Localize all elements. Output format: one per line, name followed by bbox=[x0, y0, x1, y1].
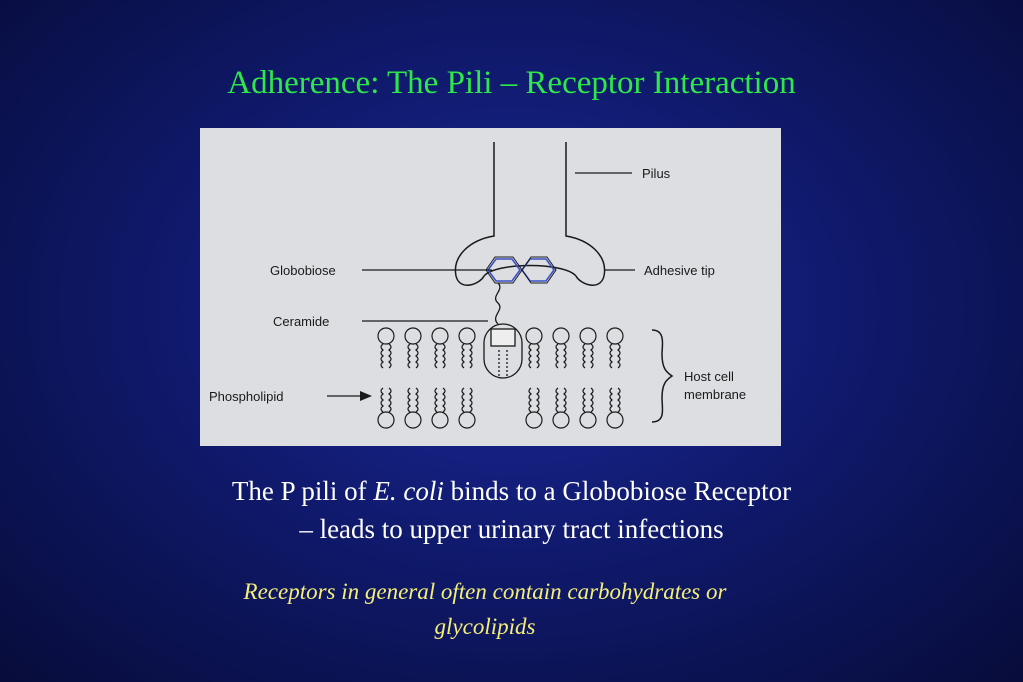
lipid-tail bbox=[563, 387, 567, 413]
lipid-head-outer bbox=[525, 327, 543, 345]
lipid-head-outer bbox=[431, 327, 449, 345]
lipid-head-inner bbox=[431, 411, 449, 429]
caption-organism: E. coli bbox=[373, 476, 444, 506]
label-host-cell: Host cell bbox=[684, 369, 734, 384]
receptor-note: Receptors in general often contain carbo… bbox=[150, 574, 820, 644]
label-globobiose: Globobiose bbox=[270, 263, 336, 278]
lipid-head-inner bbox=[404, 411, 422, 429]
caption: The P pili of E. coli binds to a Globobi… bbox=[0, 472, 1023, 548]
label-adhesive-tip: Adhesive tip bbox=[644, 263, 715, 278]
label-membrane: membrane bbox=[684, 387, 746, 402]
pilus bbox=[454, 142, 606, 286]
lipid-tail bbox=[434, 387, 438, 413]
lipid-tail bbox=[555, 343, 559, 369]
lipid-head-outer bbox=[458, 327, 476, 345]
diagram-svg: Pilus Globobiose Adhesive tip Ceramide P… bbox=[209, 142, 746, 429]
membrane-brace bbox=[651, 329, 674, 423]
lipid-head-inner bbox=[552, 411, 570, 429]
lipid-tail bbox=[617, 387, 621, 413]
lipid-tail bbox=[380, 387, 384, 413]
lipid-tail bbox=[536, 387, 540, 413]
lipid-tail bbox=[388, 387, 392, 413]
label-ceramide: Ceramide bbox=[273, 314, 329, 329]
lipid-tail bbox=[528, 343, 532, 369]
phospholipid-arrowhead bbox=[360, 391, 372, 401]
lipid-head-inner bbox=[579, 411, 597, 429]
slide-title: Adherence: The Pili – Receptor Interacti… bbox=[227, 65, 796, 101]
lipid-head-outer bbox=[377, 327, 395, 345]
lipid-tail bbox=[617, 343, 621, 369]
pili-receptor-diagram: Pilus Globobiose Adhesive tip Ceramide P… bbox=[200, 128, 781, 446]
lipid-tail bbox=[434, 343, 438, 369]
lipid-tail bbox=[469, 387, 473, 413]
lipid-tail bbox=[442, 343, 446, 369]
caption-text-2: binds to a Globobiose Receptor bbox=[443, 476, 792, 506]
lipid-head-outer bbox=[552, 327, 570, 345]
lipid-tail bbox=[469, 343, 473, 369]
lipid-head-inner bbox=[606, 411, 624, 429]
lipid-tail bbox=[582, 343, 586, 369]
caption-line-1: The P pili of E. coli binds to a Globobi… bbox=[0, 472, 1023, 510]
lipid-tail bbox=[442, 387, 446, 413]
lipid-tail bbox=[555, 387, 559, 413]
lipid-tail bbox=[461, 387, 465, 413]
lipid-head-outer bbox=[606, 327, 624, 345]
lipid-tail bbox=[590, 387, 594, 413]
lipid-tail bbox=[407, 387, 411, 413]
lipid-tail bbox=[609, 343, 613, 369]
caption-line-2: – leads to upper urinary tract infection… bbox=[299, 514, 724, 544]
note-line-1: Receptors in general often contain carbo… bbox=[243, 579, 727, 604]
lipid-head-outer bbox=[404, 327, 422, 345]
lipid-head-inner bbox=[377, 411, 395, 429]
lipid-head-inner bbox=[458, 411, 476, 429]
lipid-tail bbox=[388, 343, 392, 369]
lipid-tail bbox=[415, 387, 419, 413]
lipid-tail bbox=[609, 387, 613, 413]
lipid-head-inner bbox=[525, 411, 543, 429]
caption-text-1: The P pili of bbox=[231, 476, 374, 506]
lipid-tail bbox=[407, 343, 411, 369]
label-phospholipid: Phospholipid bbox=[209, 389, 283, 404]
lipid-tail bbox=[380, 343, 384, 369]
lipid-tail bbox=[461, 343, 465, 369]
lipid-tail bbox=[415, 343, 419, 369]
globobiose-rings bbox=[487, 258, 555, 282]
ceramide bbox=[483, 323, 523, 379]
lipid-tail bbox=[528, 387, 532, 413]
phospholipid-bilayer bbox=[377, 327, 624, 429]
lipid-head-outer bbox=[579, 327, 597, 345]
lipid-tail bbox=[563, 343, 567, 369]
label-pilus: Pilus bbox=[642, 166, 671, 181]
glycolipid-chain bbox=[494, 282, 501, 325]
lipid-tail bbox=[590, 343, 594, 369]
lipid-tail bbox=[582, 387, 586, 413]
note-line-2: glycolipids bbox=[434, 614, 536, 639]
lipid-tail bbox=[536, 343, 540, 369]
